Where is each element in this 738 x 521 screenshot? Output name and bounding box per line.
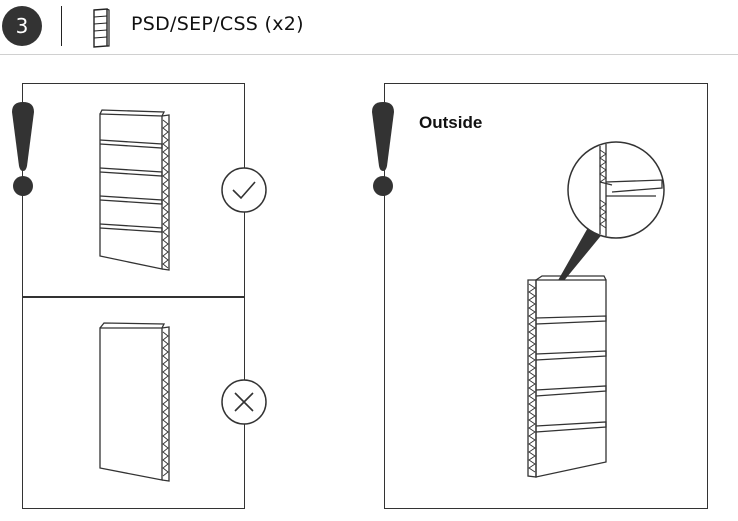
step-header: 3 PSD/SEP/CSS (x2): [0, 0, 738, 54]
magnifier-detail-circle: [567, 141, 665, 239]
panel-icon: [93, 8, 110, 48]
header-title: PSD/SEP/CSS (x2): [131, 13, 304, 35]
comparison-divider: [22, 296, 245, 298]
header-divider: [61, 6, 62, 46]
panel-correct-illustration: [99, 109, 170, 271]
outside-orientation-box: [384, 83, 708, 509]
step-number-badge: 3: [2, 6, 42, 46]
header-rule: [0, 54, 738, 55]
panel-outside-illustration: [527, 141, 665, 478]
outside-label: Outside: [419, 113, 483, 132]
cross-circle-icon: [221, 379, 267, 425]
exclamation-icon: [372, 102, 394, 196]
check-circle-icon: [221, 167, 267, 213]
exclamation-icon: [12, 102, 34, 196]
panel-incorrect-illustration: [99, 322, 170, 482]
